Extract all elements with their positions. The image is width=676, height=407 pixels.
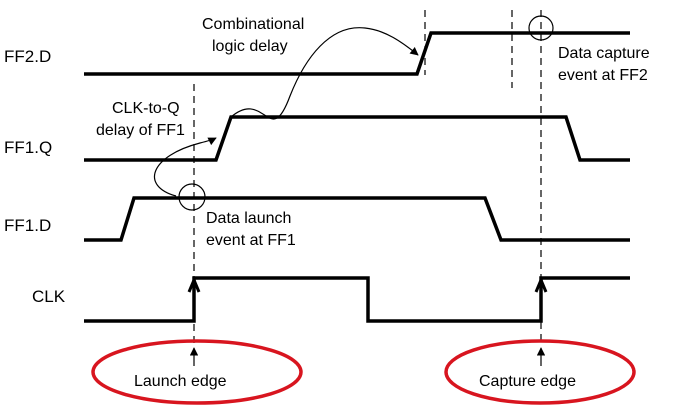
clk-to-q-delay-arrow (154, 137, 217, 197)
ff2d-waveform (84, 31, 630, 76)
capture-rising-edge-arrow (534, 276, 548, 293)
data-launch-event-circle (178, 183, 206, 211)
launch-event-text-2: event at FF1 (206, 232, 296, 249)
ff1d-label: FF1.D (4, 216, 51, 235)
clkq-delay-text-1: CLK-to-Q (112, 100, 180, 117)
capture-edge-oval (444, 339, 636, 405)
ff1q-label: FF1.Q (4, 138, 52, 157)
comb-delay-text-2: logic delay (212, 38, 288, 55)
launch-event-text-1: Data launch (206, 210, 291, 227)
ff2d-label: FF2.D (4, 47, 51, 66)
clk-label: CLK (32, 287, 66, 306)
ff1d-waveform (84, 196, 630, 242)
capture-edge-label: Capture edge (479, 373, 576, 390)
launch-rising-edge-arrow (187, 276, 201, 293)
capture-event-text-2: event at FF2 (558, 67, 648, 84)
launch-edge-label: Launch edge (134, 373, 227, 390)
launch-edge-oval (91, 339, 303, 405)
ff1q-waveform (84, 115, 630, 162)
clkq-delay-text-2: delay of FF1 (96, 122, 185, 139)
clk-waveform (84, 276, 630, 323)
comb-delay-text-1: Combinational (202, 16, 304, 33)
capture-event-text-1: Data capture (558, 45, 650, 62)
combinational-delay-arrow (230, 27, 419, 120)
data-capture-event-circle (528, 15, 554, 41)
